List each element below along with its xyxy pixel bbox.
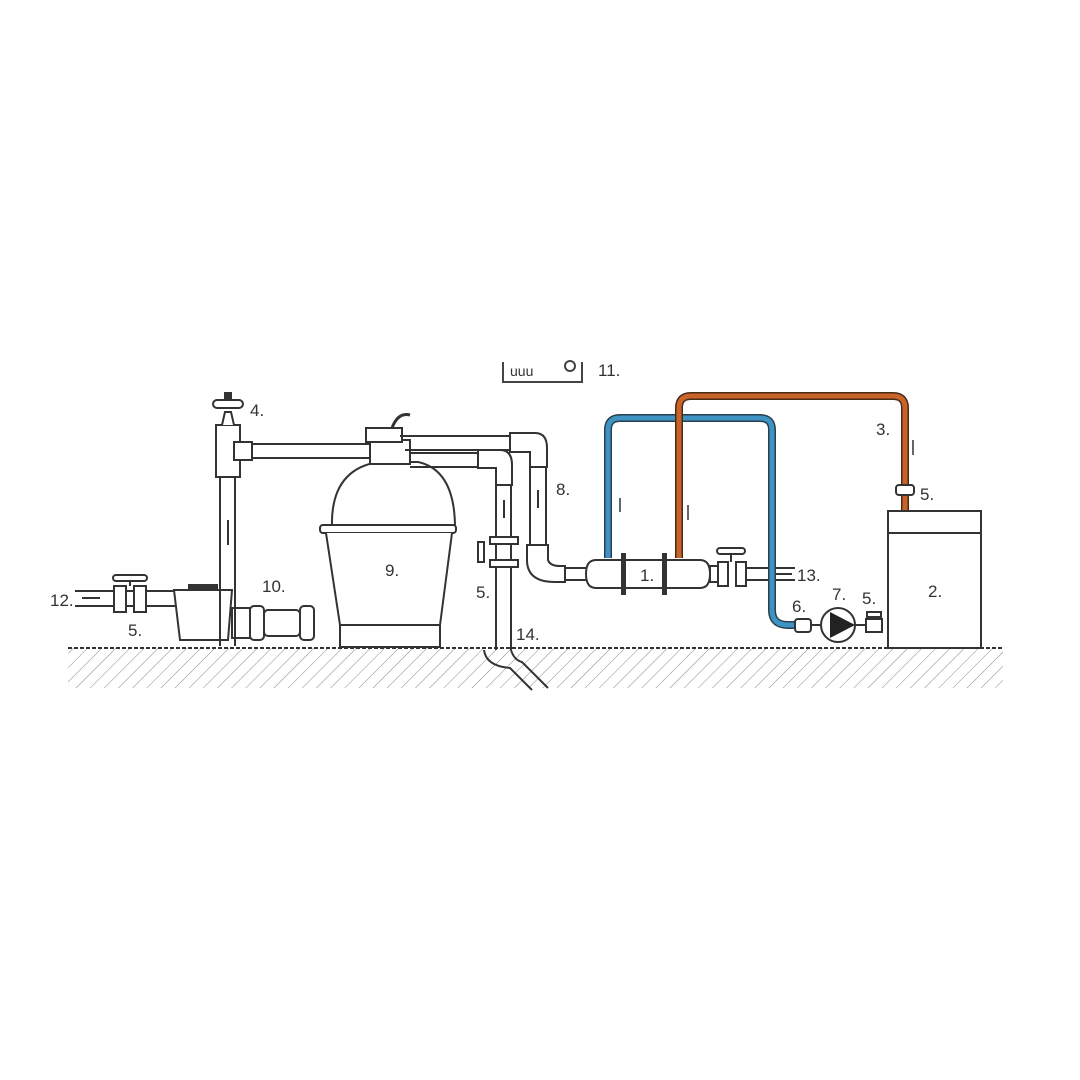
ground — [68, 647, 1003, 688]
label-6: 6. — [792, 597, 806, 616]
label-14: 14. — [516, 625, 540, 644]
circulation-group: 6. 7. 5. — [792, 585, 883, 643]
label-13: 13. — [797, 566, 821, 585]
label-2: 2. — [928, 582, 942, 601]
cold-return-pipe — [604, 414, 800, 629]
label-8: 8. — [556, 480, 570, 499]
label-10: 10. — [262, 577, 286, 596]
control-unit: uuu 11. — [502, 360, 620, 383]
label-11: 11. — [598, 361, 620, 380]
pool-return: 13. — [709, 547, 821, 587]
heat-exchanger: 1. — [584, 553, 712, 595]
bypass-line: 8. — [526, 467, 590, 583]
hot-flow-pipe: 3. 5. — [675, 392, 934, 558]
label-1: 1. — [640, 566, 654, 585]
label-9: 9. — [385, 561, 399, 580]
label-5-inlet: 5. — [128, 621, 142, 640]
label-5-boiler-bottom: 5. — [862, 589, 876, 608]
svg-text:uuu: uuu — [510, 363, 533, 379]
label-4: 4. — [250, 401, 264, 420]
inlet-pipe: 12. — [50, 590, 180, 610]
label-3: 3. — [876, 420, 890, 439]
filter-pump: 10. — [172, 577, 315, 641]
label-12: 12. — [50, 591, 74, 610]
label-7: 7. — [832, 585, 846, 604]
label-5-drain: 5. — [476, 583, 490, 602]
drain-line: 5. 14. — [476, 485, 549, 691]
label-5-boiler-top: 5. — [920, 485, 934, 504]
boiler: 2. — [887, 510, 982, 649]
filter-outlet-pipes — [400, 432, 548, 486]
valve-inlet: 5. — [112, 574, 148, 640]
sand-filter: 9. — [319, 413, 457, 648]
riser-pipe: 4. — [212, 392, 370, 646]
